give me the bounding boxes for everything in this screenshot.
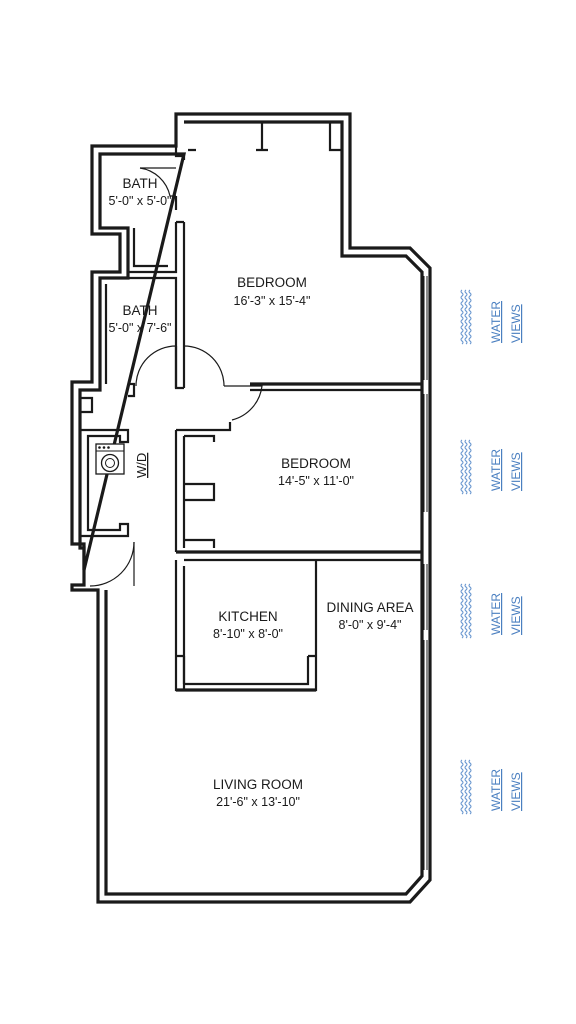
views-label: VIEWS — [509, 452, 523, 491]
waves-icon — [460, 289, 472, 345]
door-swings — [89, 167, 263, 587]
bath-2-name: BATH — [122, 303, 157, 318]
bath-2-dims: 5'-0" x 7'-6" — [109, 321, 172, 335]
views-label: VIEWS — [509, 772, 523, 811]
bedroom-1-wall-stubs — [256, 122, 342, 152]
living-room-name: LIVING ROOM — [213, 777, 303, 792]
windows — [423, 276, 428, 870]
water-label: WATER — [489, 449, 503, 491]
dining-area-name: DINING AREA — [326, 600, 413, 615]
washer-dryer-label: W/D — [134, 453, 149, 478]
bedroom-1-dims: 16'-3" x 15'-4" — [234, 294, 311, 308]
kitchen-dims: 8'-10" x 8'-0" — [213, 627, 283, 641]
dining-area-dims: 8'-0" x 9'-4" — [339, 618, 402, 632]
bath-1-name: BATH — [122, 176, 157, 191]
water-views-3: WATER VIEWS — [460, 583, 523, 639]
living-room-dims: 21'-6" x 13'-10" — [216, 795, 300, 809]
views-label: VIEWS — [509, 596, 523, 635]
water-views-4: WATER VIEWS — [460, 759, 523, 815]
washer-dryer-icon — [95, 443, 125, 475]
views-label: VIEWS — [509, 304, 523, 343]
bath-notch — [174, 146, 196, 160]
exterior-wall-outer — [70, 112, 432, 904]
water-label: WATER — [489, 593, 503, 635]
water-views-1: WATER VIEWS — [460, 289, 523, 345]
water-views-2: WATER VIEWS — [460, 439, 523, 495]
interior-walls — [80, 196, 422, 692]
bedroom-2-name: BEDROOM — [281, 456, 351, 471]
bedroom-1-name: BEDROOM — [237, 275, 307, 290]
kitchen-name: KITCHEN — [218, 609, 277, 624]
water-label: WATER — [489, 301, 503, 343]
bedroom-2-dims: 14'-5" x 11'-0" — [278, 474, 354, 488]
water-label: WATER — [489, 769, 503, 811]
bath-1-dims: 5'-0" x 5'-0" — [109, 194, 172, 208]
